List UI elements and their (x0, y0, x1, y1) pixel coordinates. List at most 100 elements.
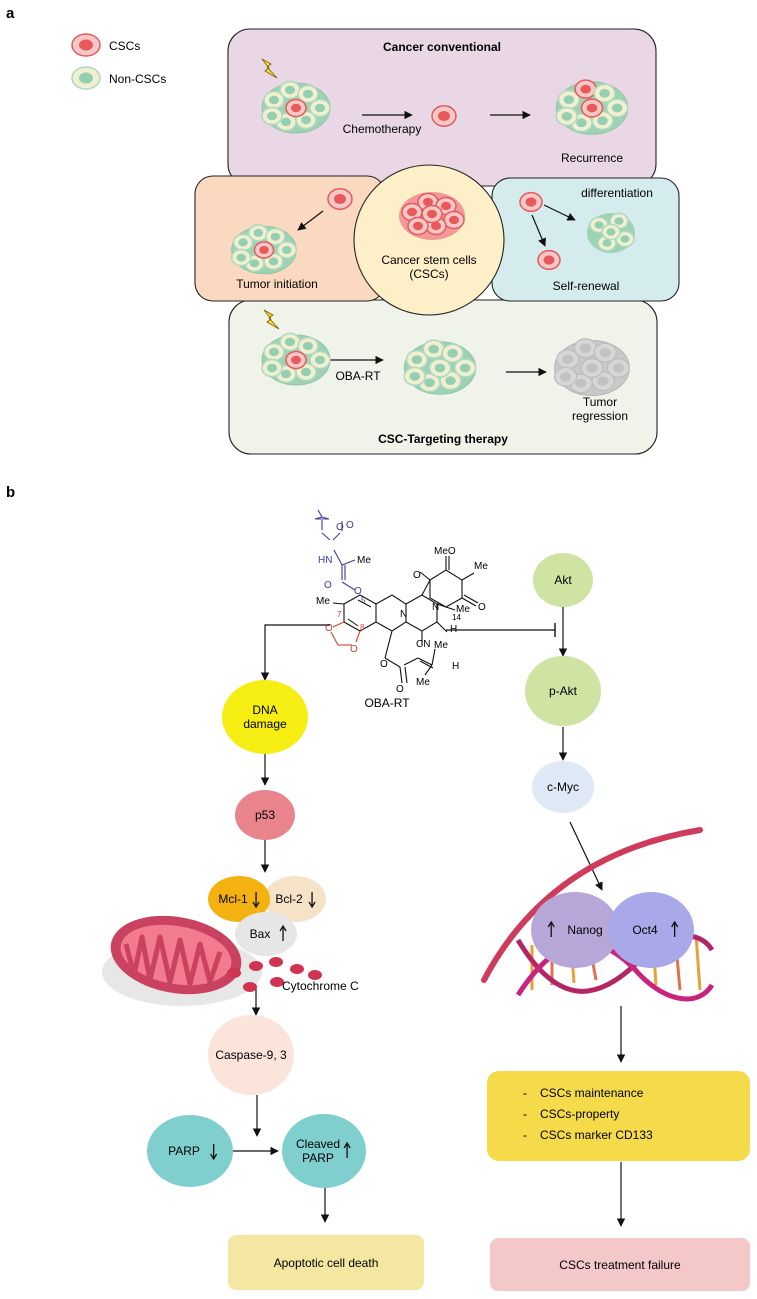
atom-number-5: 5 (361, 596, 366, 605)
dead-cell (580, 358, 604, 378)
nanog-node-shape (531, 892, 619, 968)
self-renewal-label: Self-renewal (553, 279, 620, 293)
downregulation-arrow-icon (210, 1144, 218, 1161)
non-csc-cell (593, 83, 616, 103)
tumor-initiation-label: Tumor initiation (236, 277, 318, 291)
csc-cluster-center (399, 192, 465, 240)
p53-node: p53 (235, 790, 295, 840)
dna-damage-node-shape (222, 680, 308, 754)
upregulation-arrow-icon (279, 924, 287, 941)
non-csc-cell (309, 98, 331, 118)
csc-cell (537, 249, 561, 271)
csc-cell (574, 79, 597, 99)
csc-effect-dash-1: - (523, 1086, 527, 1100)
csc-cell (519, 191, 543, 213)
atom-o-5: O (325, 623, 333, 634)
csc-effect-item-1: CSCs maintenance (540, 1086, 644, 1100)
mitochondrion-icon (102, 915, 262, 1006)
c-myc-node-shape (532, 761, 594, 813)
atom-n-2: N (432, 602, 439, 613)
mcl-1-node-label: Mcl-1 (218, 892, 248, 906)
mcl-1-node-shape (208, 876, 270, 922)
csc-effects-box (487, 1071, 750, 1161)
differentiation-arrow (543, 204, 576, 221)
bcl-2-node: Bcl-2 (264, 876, 326, 922)
akt-node-shape (533, 553, 593, 607)
atom-hn: HN (318, 555, 332, 566)
non-csc-cell (422, 339, 445, 359)
recurrence-label: Recurrence (561, 151, 623, 165)
nanog-node-label: Nanog (567, 923, 602, 937)
non-csc-legend-icon (71, 66, 101, 90)
upregulation-arrow-icon (671, 920, 679, 937)
atom-me-1: Me (357, 555, 371, 566)
akt-node: Akt (533, 553, 593, 607)
non-csc-cell (403, 366, 427, 387)
csc-cell (431, 105, 457, 127)
nuclear-membrane-arc (481, 827, 703, 983)
apoptotic-cell-death-label: Apoptotic cell death (274, 1256, 379, 1270)
cancer-conventional-title: Cancer conventional (383, 40, 501, 54)
bcl-2-node-shape (264, 876, 326, 922)
differentiated-cluster (587, 212, 635, 253)
csc-targeting-title: CSC-Targeting therapy (378, 432, 508, 446)
parp-node-shape (147, 1115, 233, 1187)
atom-o-7: O (413, 570, 421, 581)
bax-node-label: Bax (250, 927, 271, 941)
oct4-node-shape (608, 892, 694, 968)
initiating-csc (327, 188, 353, 210)
panel-b-letter: b (6, 484, 15, 501)
csc-treatment-failure-box (490, 1238, 750, 1291)
caspase-node-label: Caspase-9, 3 (215, 1048, 287, 1062)
csc-treatment-failure-label: CSCs treatment failure (559, 1258, 681, 1272)
tumor-cluster-conventional (261, 80, 331, 134)
non-csc-cell (601, 223, 621, 241)
atom-me-4: Me (456, 604, 470, 615)
atom-o-4: O (354, 586, 362, 597)
c-myc-node: c-Myc (532, 761, 594, 813)
non-csc-cell (279, 80, 301, 100)
tumor-cluster-after-therapy (403, 339, 477, 395)
tumor-cluster-recurrence (555, 79, 629, 135)
non-csc-cell (265, 227, 286, 246)
oba-rt-structure: O O HN Me O O 5 Me 7 8 O O (314, 509, 488, 695)
atom-o-2: O (346, 520, 354, 531)
csc-legend-icon (71, 33, 101, 57)
tumor-cluster-before-therapy (261, 332, 331, 386)
atom-meo: MeO (434, 546, 456, 557)
csc-cell (327, 188, 353, 210)
atom-number-14: 14 (452, 613, 461, 622)
caspase-node: Caspase-9, 3 (208, 1015, 294, 1095)
dead-cell (593, 342, 617, 363)
dead-cell (556, 349, 580, 370)
cleaved-parp-node-label-line1: Cleaved (296, 1137, 340, 1151)
atom-me-5: Me (434, 640, 448, 651)
csc-cell (421, 204, 443, 224)
non-csc-cell (428, 358, 452, 378)
csc-cell (285, 98, 307, 118)
non-csc-cell (279, 332, 301, 352)
atom-o-9: O (380, 659, 388, 670)
atom-o-6: O (350, 644, 358, 655)
bcl-2-node-label: Bcl-2 (275, 892, 303, 906)
csc-effects-list: - CSCs maintenance - CSCs-property - CSC… (523, 1086, 653, 1142)
downregulation-arrow-icon (308, 892, 316, 909)
legend: CSCs Non-CSCs (71, 33, 166, 90)
p53-node-label: p53 (255, 808, 275, 822)
chemotherapy-label: Chemotherapy (343, 122, 422, 136)
c-myc-node-label: c-Myc (547, 780, 579, 794)
atom-number-8: 8 (360, 623, 365, 632)
lightning-icon-chemo (261, 58, 278, 79)
atom-o-3: O (324, 580, 332, 591)
csc-effect-dash-3: - (523, 1128, 527, 1142)
dna-damage-node-label-line2: damage (243, 717, 287, 731)
non-csc-cell (609, 212, 629, 230)
csc-cell (285, 350, 307, 370)
renewing-csc (519, 191, 543, 213)
non-csc-cell (297, 336, 319, 356)
non-csc-cell (261, 358, 283, 378)
legend-cscs-label: CSCs (109, 39, 140, 53)
atom-n-1: N (400, 609, 407, 620)
atom-me-2: Me (316, 596, 330, 607)
